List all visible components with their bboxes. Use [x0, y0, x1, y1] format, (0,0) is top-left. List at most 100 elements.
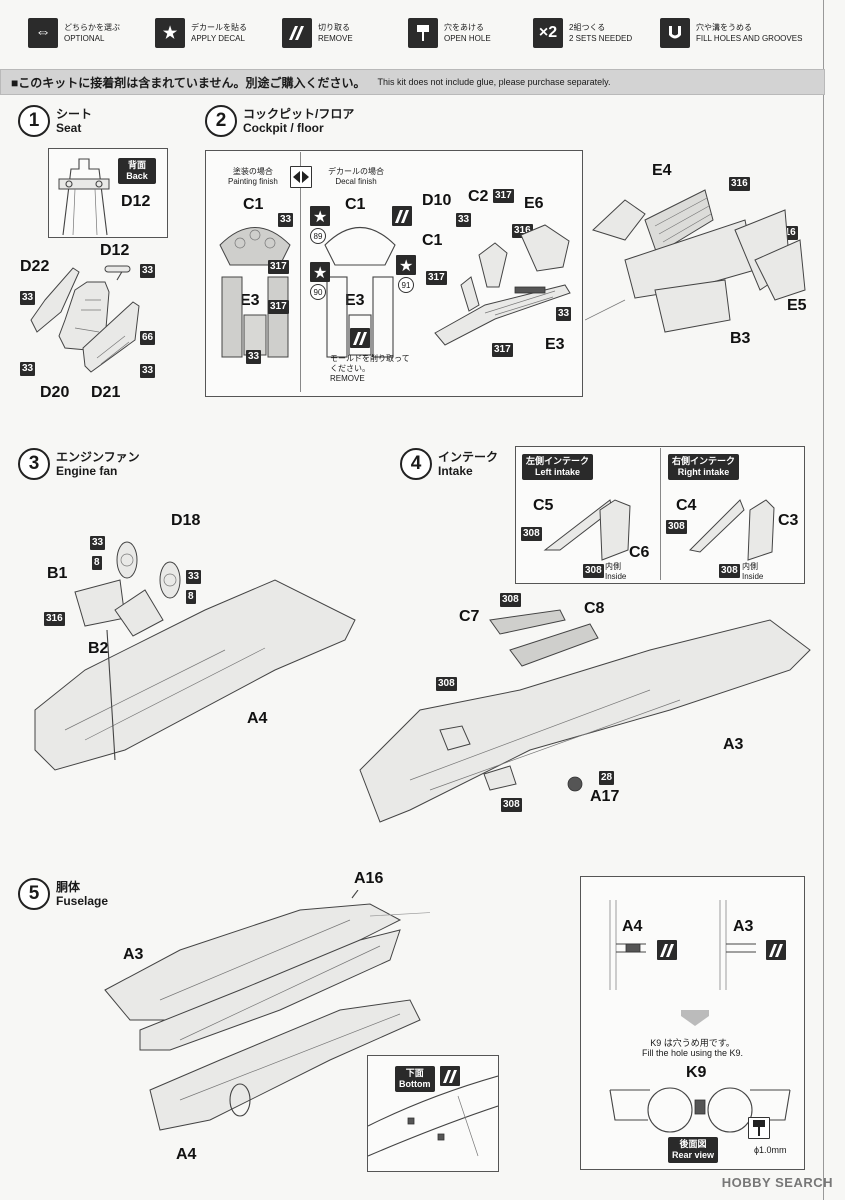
part-label: A4: [622, 918, 643, 935]
color-code: 308: [719, 564, 740, 578]
legend-label-jp: デカールを貼る: [191, 23, 247, 32]
rear-en: Rear view: [672, 1150, 715, 1160]
legend-label-jp: 穴をあける: [444, 23, 484, 32]
painted-panel-drawing: [219, 227, 291, 358]
star-icon: ★: [396, 255, 416, 275]
rear-jp: 後面図: [679, 1139, 707, 1149]
part-label: D22: [20, 258, 50, 275]
intake-assembly-drawing: [359, 609, 811, 823]
legend-label-en: OPEN HOLE: [444, 34, 491, 43]
inside-jp: 内側: [742, 562, 758, 571]
drill-size: ϕ1.0mm: [754, 1145, 787, 1155]
color-code: 33: [186, 570, 202, 584]
part-label: C1: [243, 196, 264, 213]
cut-icon: [282, 18, 312, 48]
decal-label-en: Decal finish: [335, 177, 377, 186]
legend-label-en: REMOVE: [318, 34, 353, 43]
inside-jp: 内側: [605, 562, 621, 571]
step-number: 2: [205, 105, 237, 137]
part-label: A3: [723, 736, 744, 753]
svg-text:★: ★: [313, 209, 327, 226]
step-title-jp: インテーク: [438, 450, 499, 464]
part-label: D21: [91, 384, 121, 401]
color-code: 316: [729, 177, 750, 191]
color-code: 308: [666, 520, 687, 534]
drill-icon: [748, 1117, 770, 1139]
bottom-view-drawing: [367, 1075, 499, 1157]
step-title-en: Engine fan: [56, 464, 118, 478]
part-label: C1: [422, 232, 443, 249]
step-title-en: Cockpit / floor: [243, 121, 324, 135]
part-label: A4: [247, 710, 268, 727]
cockpit-floor-drawing: [434, 224, 571, 346]
svg-text:★: ★: [313, 265, 327, 282]
part-label: D12: [100, 242, 130, 259]
star-icon: ★: [310, 262, 330, 282]
color-code: 308: [501, 798, 522, 812]
page-edge-line: [823, 0, 824, 1200]
cut-icon: [766, 940, 786, 960]
fill-icon: [660, 18, 690, 48]
glue-notice-banner: ■このキットに接着剤は含まれていません。別途ご購入ください。 This kit …: [0, 69, 825, 95]
inside-en: Inside: [742, 572, 764, 581]
optional-arrows-icon: [290, 166, 312, 188]
step-title-jp: シート: [56, 107, 93, 121]
right-intake-en: Right intake: [677, 467, 730, 477]
paint-label-en: Painting finish: [228, 177, 278, 186]
bottom-en: Bottom: [399, 1079, 431, 1089]
legend-label-jp: どちらかを選ぶ: [64, 23, 120, 32]
part-label: D10: [422, 192, 452, 209]
step-title-jp: 胴体: [56, 880, 81, 894]
color-code: 8: [92, 556, 102, 570]
part-label: E3: [345, 292, 365, 309]
color-code: 317: [492, 343, 513, 357]
legend-open-hole: 穴をあける OPEN HOLE: [408, 18, 491, 48]
color-code: 33: [140, 264, 156, 278]
part-label: E6: [524, 195, 544, 212]
inside-en: Inside: [605, 572, 627, 581]
step-title-jp: エンジンファン: [56, 450, 140, 464]
arrows-icon: ⇔: [28, 18, 58, 48]
color-code: 317: [493, 189, 514, 203]
part-label: A3: [123, 946, 144, 963]
cut-icon: [657, 940, 677, 960]
color-code: 317: [268, 300, 289, 314]
step-number: 5: [18, 878, 50, 910]
remove-mold-note: モールドを削り取ってください。 REMOVE: [330, 354, 410, 384]
cut-icon: [350, 328, 370, 348]
color-code: 33: [456, 213, 472, 227]
remove-note-en: REMOVE: [330, 374, 365, 383]
part-label: C5: [533, 497, 554, 514]
legend-label-en: 2 SETS NEEDED: [569, 34, 633, 43]
part-label: C2: [468, 188, 489, 205]
step-number: 3: [18, 448, 50, 480]
legend-label-jp: 2組つくる: [569, 23, 606, 32]
hole-detail-drawing: [609, 900, 756, 990]
decal-number: 89: [310, 228, 326, 244]
color-code: 33: [140, 364, 156, 378]
part-label: E4: [652, 162, 672, 179]
step-title-en: Fuselage: [56, 894, 109, 908]
down-arrow-icon: [681, 1010, 709, 1026]
bottom-jp: 下面: [405, 1068, 424, 1078]
legend-label-jp: 穴や溝をうめる: [696, 23, 752, 32]
part-label: A4: [176, 1146, 197, 1163]
step-number: 4: [400, 448, 432, 480]
star-icon: ★: [155, 18, 185, 48]
decal-number: 91: [398, 277, 414, 293]
color-code: 66: [140, 331, 156, 345]
cut-icon: [392, 206, 412, 226]
star-icon: ★: [310, 206, 330, 226]
color-code: 308: [583, 564, 604, 578]
